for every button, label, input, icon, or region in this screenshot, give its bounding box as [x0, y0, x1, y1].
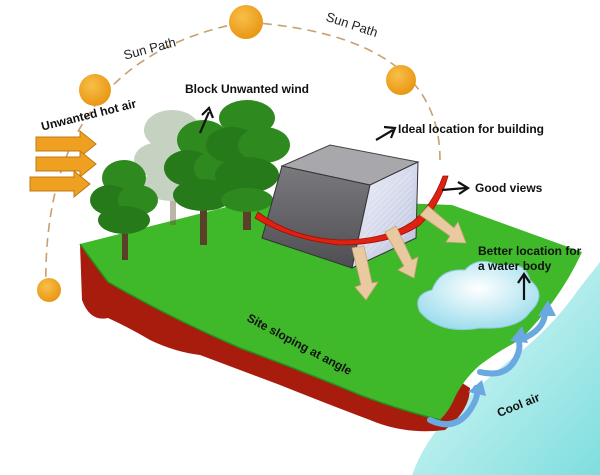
tree	[206, 100, 290, 230]
pointer-arrows	[198, 106, 531, 300]
unwanted-hot-air-label: Unwanted hot air	[40, 96, 138, 133]
grass-edge	[79, 243, 441, 421]
ideal-location-label: Ideal location for building	[398, 122, 544, 136]
sun-icon	[229, 5, 263, 39]
sun-icon	[79, 74, 111, 106]
good-views-label: Good views	[475, 181, 543, 195]
cool-air-arrowheads	[468, 300, 556, 396]
tree	[90, 160, 158, 260]
hot-air-arrows	[29, 129, 97, 199]
water-body-label-line1: Better location for	[478, 244, 582, 258]
water-body	[417, 260, 540, 331]
cool-air-label: Cool air	[495, 390, 542, 420]
sun-icon	[37, 278, 61, 302]
sun-path-label-left: Sun Path	[122, 34, 178, 62]
view-arrows	[351, 205, 467, 301]
site-grass	[80, 198, 582, 420]
water-body-label-line2: a water body	[478, 259, 552, 273]
sun-icon	[386, 65, 416, 95]
ideal-location-band	[254, 175, 449, 246]
site-sloping-label: Site sloping at angle	[245, 310, 365, 378]
sun-path-label-right: Sun Path	[324, 9, 380, 40]
block-wind-label: Block Unwanted wind	[185, 82, 310, 96]
